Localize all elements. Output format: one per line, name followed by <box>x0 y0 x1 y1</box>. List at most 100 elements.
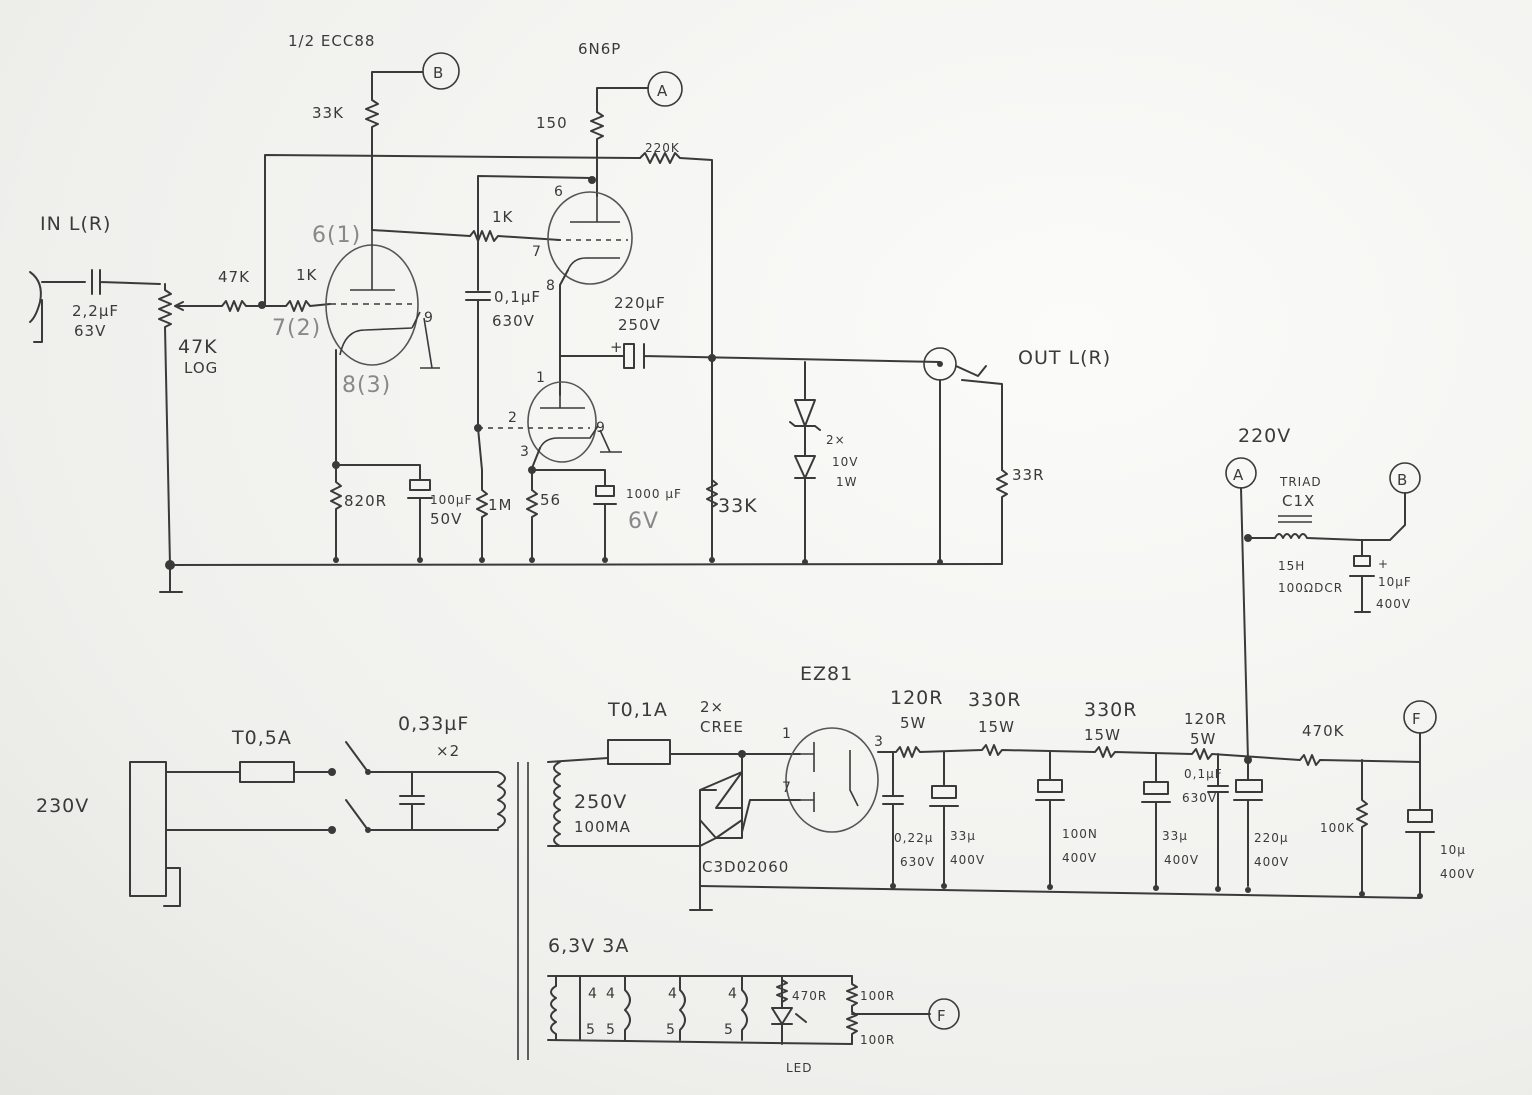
ht-winding <box>547 757 701 847</box>
choke-brand: TRIAD <box>1279 475 1322 489</box>
r470r-label: 470R <box>792 989 827 1003</box>
node-f-heater-label: F <box>937 1007 947 1025</box>
c100u <box>407 479 433 561</box>
c01b <box>1207 753 1229 887</box>
c022-value: 0,22µ <box>894 831 933 845</box>
c100-voltage: 50V <box>430 510 462 528</box>
heater-pin4c: 4 <box>668 986 678 1002</box>
r100r-a-label: 100R <box>860 989 895 1003</box>
zener-stack: 2× 10V 1W <box>789 361 858 563</box>
c022u <box>882 751 904 887</box>
c10-plus: + <box>1378 557 1389 571</box>
diodes-part: C3D02060 <box>702 858 789 876</box>
cout-value: 220µF <box>614 294 666 312</box>
tube2-pin8: 8 <box>546 278 556 294</box>
ez81-label: EZ81 <box>800 663 853 685</box>
r1k-a-label: 1K <box>296 266 318 284</box>
r33r-label: 33R <box>1012 466 1045 484</box>
c01b-voltage: 630V <box>1182 791 1217 805</box>
tube2-pin3: 3 <box>520 444 530 460</box>
r-plate2-label: 150 <box>536 114 568 132</box>
c100n-voltage: 400V <box>1062 851 1097 865</box>
cree-diodes <box>699 753 743 847</box>
volume-pot <box>158 283 172 566</box>
c33a-voltage: 400V <box>950 853 985 867</box>
r820-label: 820R <box>344 492 387 510</box>
r820 <box>330 464 342 561</box>
r33k-load <box>706 479 718 508</box>
c033-count: ×2 <box>436 742 460 760</box>
cout-voltage: 250V <box>618 316 661 334</box>
c33b-voltage: 400V <box>1164 853 1199 867</box>
node-a-psu-label: A <box>1233 466 1244 484</box>
ground-rail-amp <box>159 563 1003 593</box>
tube1-pin8: 8(3) <box>342 373 391 398</box>
mains-fuse <box>165 761 331 783</box>
ez81-pin1: 1 <box>782 726 792 742</box>
mains-switch[interactable] <box>345 741 371 833</box>
r1k-b <box>469 230 561 242</box>
ht-rail <box>877 744 1421 766</box>
r-plate2 <box>590 111 604 197</box>
tube1-pin7: 7(2) <box>272 316 321 341</box>
node-b-psu-label: B <box>1397 471 1408 489</box>
diodes-count: 2× <box>700 698 724 716</box>
c01b-value: 0,1µF <box>1184 767 1223 781</box>
mains-inlet <box>129 761 181 907</box>
r120b-power: 5W <box>1190 730 1216 748</box>
zener-count: 2× <box>826 433 846 447</box>
r120a-power: 5W <box>900 714 926 732</box>
node-b-label: B <box>433 64 444 82</box>
node-b-psu: B <box>1359 462 1421 541</box>
c100n-value: 100N <box>1062 827 1098 841</box>
r120a-value: 120R <box>890 687 943 709</box>
r33r <box>996 469 1008 565</box>
r-plate1-label: 33K <box>312 104 344 122</box>
choke-model: C1X <box>1282 492 1315 510</box>
ez81-pin3: 3 <box>874 734 884 750</box>
heater-pin5c: 5 <box>666 1022 676 1038</box>
node-a-label: A <box>657 82 668 100</box>
r1m <box>476 427 488 561</box>
ht-voltage: 250V <box>574 791 627 813</box>
c1000u <box>593 485 617 561</box>
heater-pin5b: 5 <box>606 1022 616 1038</box>
v220-label: 220V <box>1238 425 1291 447</box>
r100k-label: 100K <box>1320 821 1355 835</box>
c220-value: 220µ <box>1254 831 1289 845</box>
heater-label: 6,3V 3A <box>548 935 629 957</box>
r330a-power: 15W <box>978 718 1015 736</box>
zener-power: 1W <box>836 475 858 489</box>
node-a-psu: A <box>1225 457 1257 761</box>
r-feedback-label: 220K <box>645 141 680 155</box>
pot-log: LOG <box>184 359 218 377</box>
c10b-value: 10µ <box>1440 843 1466 857</box>
ground-rail-psu <box>699 885 1421 899</box>
r47k-label: 47K <box>218 268 250 286</box>
r56 <box>526 489 538 561</box>
c033-value: 0,33µF <box>398 713 469 735</box>
mains-voltage: 230V <box>36 795 89 817</box>
c01-voltage: 630V <box>492 312 535 330</box>
c220-voltage: 400V <box>1254 855 1289 869</box>
c33b-value: 33µ <box>1162 829 1188 843</box>
r1k-a <box>261 300 331 312</box>
c10b-voltage: 400V <box>1440 867 1475 881</box>
primary-winding <box>497 771 506 829</box>
tube1-ecc88: 9 <box>325 230 440 369</box>
ez81-rectifier <box>741 727 879 833</box>
tube1-pin9: 9 <box>424 310 434 326</box>
r100r-b-label: 100R <box>860 1033 895 1047</box>
pot-value: 47K <box>178 336 218 358</box>
node-b-top: B <box>371 52 460 93</box>
tube2-pin7: 7 <box>532 244 542 260</box>
choke-dcr: 100ΩDCR <box>1278 581 1343 595</box>
c022-voltage: 630V <box>900 855 935 869</box>
r-feedback <box>639 152 713 561</box>
c10-value: 10µF <box>1378 575 1412 589</box>
node-f-psu: F <box>1403 700 1437 763</box>
r100k <box>1356 759 1368 895</box>
cin-voltage: 63V <box>74 322 106 340</box>
choke-triad: TRIAD C1X 15H 100ΩDCR <box>1247 475 1361 595</box>
tube2-upper-6n6p <box>547 191 633 396</box>
